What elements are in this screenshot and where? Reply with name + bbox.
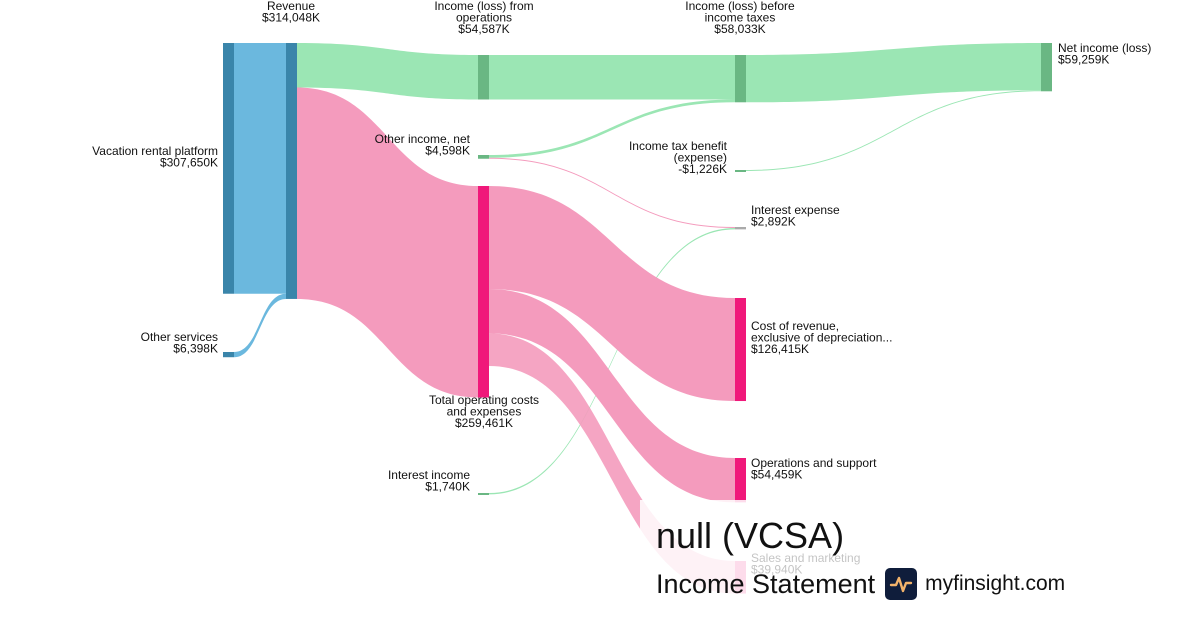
label-other_services: Other services$6,398K bbox=[141, 330, 218, 356]
node-other_services bbox=[223, 352, 234, 358]
sankey-links bbox=[234, 43, 1041, 594]
node-revenue bbox=[286, 43, 297, 299]
site-link[interactable]: myfinsight.com bbox=[925, 572, 1066, 595]
link-other_income-to-interest_expense bbox=[489, 157, 735, 228]
brand-footer: Income Statement myfinsight.com bbox=[656, 566, 1065, 602]
link-revenue-to-op_income bbox=[297, 43, 478, 100]
label-ops_support: Operations and support$54,459K bbox=[751, 456, 877, 482]
label-sales_marketing: Sales and marketing$39,940K bbox=[751, 551, 860, 577]
label-vacation: Vacation rental platform$307,650K bbox=[92, 144, 218, 170]
pulse-chart-icon bbox=[885, 568, 918, 600]
link-other_services-to-revenue bbox=[234, 293, 286, 358]
label-tax: Income tax benefit(expense)-$1,226K bbox=[629, 139, 728, 176]
node-other_income bbox=[478, 155, 489, 159]
node-tax bbox=[735, 170, 746, 172]
link-total_costs-to-sales_marketing bbox=[489, 333, 735, 594]
node-interest_income bbox=[478, 493, 489, 495]
link-total_costs-to-ops_support bbox=[489, 289, 735, 503]
label-other_income: Other income, net$4,598K bbox=[375, 132, 471, 158]
brand-overlay bbox=[640, 500, 770, 600]
label-interest_expense: Interest expense$2,892K bbox=[751, 203, 840, 229]
node-vacation bbox=[223, 43, 234, 294]
node-cost_of_revenue bbox=[735, 298, 746, 402]
node-interest_expense bbox=[735, 227, 746, 230]
statement-title: Income Statement bbox=[656, 569, 876, 599]
node-pretax bbox=[735, 55, 746, 103]
label-revenue: Revenue$314,048K bbox=[262, 0, 320, 25]
link-other_income-to-pretax bbox=[489, 99, 735, 158]
link-revenue-to-total_costs bbox=[297, 87, 478, 398]
label-cost_of_revenue: Cost of revenue,exclusive of depreciatio… bbox=[751, 319, 892, 356]
node-op_income bbox=[478, 55, 489, 100]
label-net_income: Net income (loss)$59,259K bbox=[1058, 41, 1151, 67]
link-op_income-to-pretax bbox=[489, 55, 735, 100]
node-total_costs bbox=[478, 186, 489, 398]
node-ops_support bbox=[735, 458, 746, 503]
link-vacation-to-revenue bbox=[234, 43, 286, 294]
sankey-nodes bbox=[223, 43, 1052, 600]
link-interest_income-to-interest_expense bbox=[489, 228, 735, 495]
company-name: null (VCSA) bbox=[656, 515, 845, 556]
sankey-labels: Vacation rental platform$307,650K Other s… bbox=[92, 0, 1151, 577]
link-total_costs-to-cost_of_revenue bbox=[489, 186, 735, 402]
node-net_income bbox=[1041, 43, 1052, 92]
link-tax-to-net_income bbox=[746, 90, 1041, 171]
link-pretax-to-net_income bbox=[746, 43, 1041, 103]
label-interest_income: Interest income$1,740K bbox=[388, 468, 470, 494]
